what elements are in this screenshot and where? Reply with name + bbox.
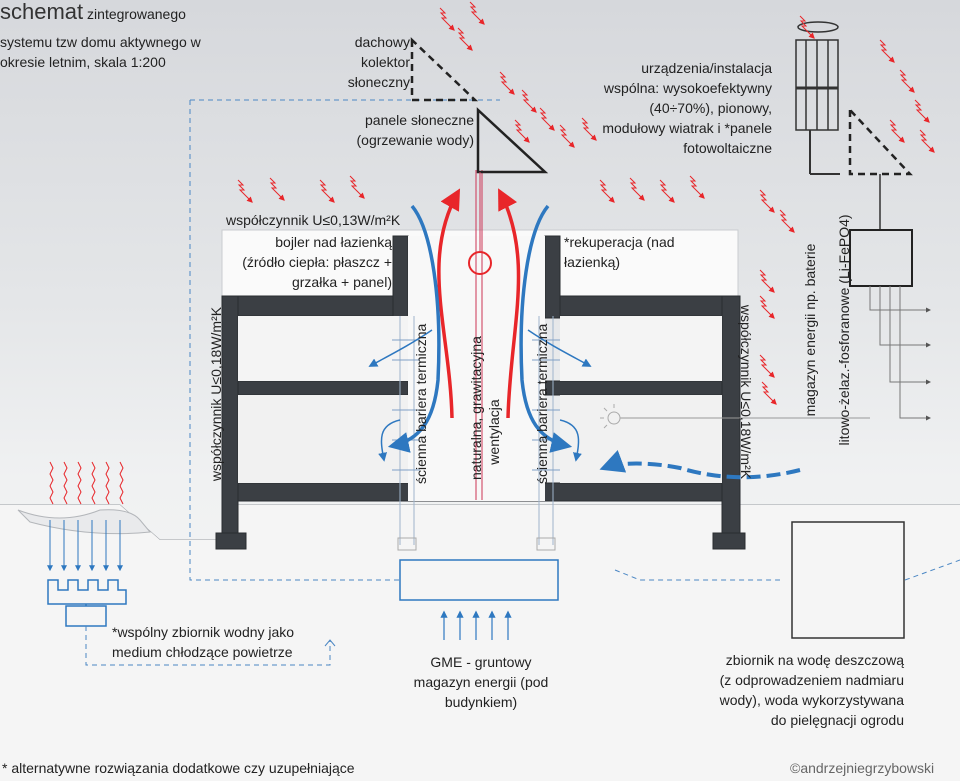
water-basin [17, 509, 151, 535]
solar-panels-line-2: (ogrzewanie wody) [356, 132, 475, 148]
shared-devices-line-1: urządzenia/instalacja [641, 60, 772, 76]
boiler-line-1: bojler nad łazienką [275, 234, 392, 250]
thermal-barrier-left-label: ścienna bariera termiczna [413, 323, 429, 484]
light-bulb-icon [600, 404, 621, 429]
diagram-title: schemat zintegrowanego [0, 0, 186, 26]
boiler-line-2: (źródło ciepła: płaszcz + [242, 254, 392, 270]
rainwater-line-4: do pielęgnacji ogrodu [770, 712, 904, 728]
shared-devices-line-5: fotowoltaiczne [683, 140, 772, 156]
wind-turbine-icon [795, 21, 840, 175]
room-lower-left [238, 395, 408, 483]
room-lower-right [560, 395, 722, 483]
u-roof-label: współczynnik U≤0,13W/m²K [226, 212, 401, 228]
rainwater-tank [791, 521, 905, 639]
tank-return-line [85, 626, 331, 666]
signature: ©andrzejniegrzybowski [790, 760, 935, 776]
rainwater-line-2: (z odprowadzeniem nadmiaru [719, 672, 904, 688]
roof-collector-label: dachowy kolektor słoneczny [326, 34, 410, 91]
water-tank-label: *wspólny zbiornik wodny jako medium chło… [112, 624, 294, 661]
battery-box [849, 229, 913, 287]
rainwater-label: zbiornik na wodę deszczową (z odprowadze… [682, 652, 904, 729]
roof-collector-icon [410, 37, 479, 102]
thermal-barrier-lines [399, 170, 554, 545]
room-upper-right [560, 316, 722, 381]
u-wall-left-label: współczynnik U≤0,18W/m²K [208, 306, 224, 482]
battery-label-line-1: magazyn energii np. baterie [802, 243, 818, 417]
cool-air-branches [368, 329, 592, 462]
pv-panel-icon [848, 106, 913, 176]
gme-line-2: magazyn energii (pod [413, 674, 549, 690]
title-rest: zintegrowanego [83, 6, 186, 22]
ventilation-label-line-2: wentylacja [486, 399, 502, 465]
warm-air-flow [437, 188, 521, 419]
boiler-line-3: grzałka + panel) [291, 274, 392, 290]
recuperation-line-1: *rekuperacja (nad [564, 234, 675, 250]
sun-rays [237, 1, 935, 405]
gme-label: GME - gruntowy magazyn energii (pod budy… [390, 654, 572, 711]
shared-devices-line-3: (40÷70%), pionowy, [649, 100, 772, 116]
title-line-2: systemu tzw domu aktywnego w [0, 34, 201, 50]
roof-collector-line-1: dachowy [354, 34, 410, 50]
barrier-base-left [397, 537, 417, 551]
cooling-down-arrows [47, 520, 123, 572]
u-wall-right-label: współczynnik U≤0,18W/m²K [738, 304, 754, 480]
thermal-barrier-right-label: ścienna bariera termiczna [534, 323, 550, 484]
solar-panels-label: panele słoneczne (ogrzewanie wody) [334, 112, 475, 149]
incoming-heat-arrows [49, 461, 124, 505]
gme-arrows [440, 610, 512, 640]
shared-devices-label: urządzenia/instalacja wspólna: wysokoefe… [566, 60, 772, 157]
room-upper-left [238, 316, 408, 381]
barrier-base-right [536, 537, 556, 551]
ground-fill [0, 505, 960, 781]
shared-devices-line-2: wspólna: wysokoefektywny [603, 80, 772, 96]
title-line-3: okresie letnim, skala 1:200 [0, 54, 166, 70]
recuperation-line-2: łazienką) [564, 254, 621, 270]
ventilation-label-line-1: naturalna, grawitacyjna [468, 336, 484, 480]
water-tank-line-1: *wspólny zbiornik wodny jako [112, 624, 295, 640]
footnote: * alternatywne rozwiązania dodatkowe czy… [2, 760, 355, 776]
roof-collector-line-2: kolektor [360, 54, 410, 70]
recuperation-label: *rekuperacja (nad łazienką) [564, 234, 675, 271]
battery-label-line-2: litowo-żelaz.-fosforanowe (Li-FePO4) [836, 214, 852, 446]
rainwater-line-1: zbiornik na wodę deszczową [725, 652, 904, 668]
solar-panels-line-1: panele słoneczne [365, 112, 474, 128]
gme-box [399, 559, 559, 601]
cool-air-flow [387, 204, 573, 453]
water-tank-line-2: medium chłodzące powietrze [112, 644, 293, 660]
title-main: schemat [0, 0, 84, 24]
gme-line-3: budynkiem) [444, 694, 518, 710]
tank-return-arrow [324, 639, 336, 647]
solar-panel-icon [476, 107, 549, 174]
battery-outputs [869, 286, 931, 421]
rainwater-line-3: wody), woda wykorzystywana [719, 692, 904, 708]
roof-collector-line-3: słoneczny [347, 74, 410, 90]
intake-air-flow [599, 450, 801, 480]
gme-line-1: GME - gruntowy [430, 654, 532, 670]
boiler-label: bojler nad łazienką (źródło ciepła: płas… [220, 234, 392, 291]
shared-devices-line-4: modułowy wiatrak i *panele [602, 120, 772, 136]
dashed-circuit [189, 99, 960, 581]
